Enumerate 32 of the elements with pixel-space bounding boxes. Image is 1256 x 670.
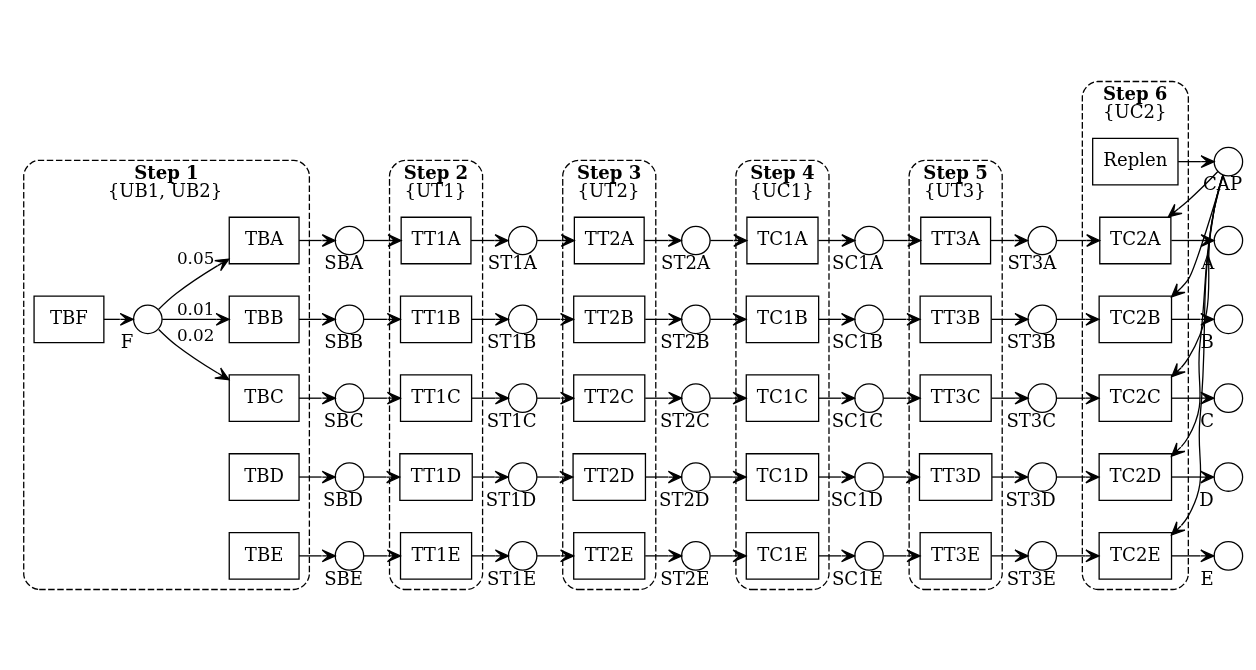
node-label: SBD bbox=[322, 488, 364, 510]
node-label: ST1B bbox=[487, 330, 537, 352]
node-label: ST1C bbox=[486, 409, 537, 431]
node-label: ST1A bbox=[487, 251, 537, 273]
node-label: ST2E bbox=[660, 567, 710, 589]
node-label: SC1D bbox=[830, 488, 883, 510]
edge-label: 0.01 bbox=[176, 298, 215, 319]
node-label: ST2B bbox=[660, 330, 710, 352]
node-label: SC1B bbox=[831, 330, 883, 352]
edge-label: 0.02 bbox=[176, 324, 215, 345]
node-label: ST3C bbox=[1006, 409, 1057, 431]
node-label: SC1E bbox=[831, 567, 883, 589]
node-label: ST1D bbox=[485, 488, 537, 510]
node-label: SC1C bbox=[831, 409, 884, 431]
node-label: ST3B bbox=[1006, 330, 1056, 352]
node-label: ST2D bbox=[659, 488, 710, 510]
node-label: SBC bbox=[323, 409, 364, 431]
node-label: SBE bbox=[324, 567, 364, 589]
node-label: ST3A bbox=[1007, 251, 1057, 273]
node-label: ST2C bbox=[659, 409, 710, 431]
edge-label: 0.05 bbox=[176, 247, 215, 268]
node-label: F bbox=[120, 330, 134, 352]
node-label: C bbox=[1200, 409, 1214, 431]
node-label: SC1A bbox=[832, 251, 883, 273]
node-label: D bbox=[1199, 488, 1214, 510]
node-label: ST3D bbox=[1005, 488, 1056, 510]
node-label: ST3E bbox=[1006, 567, 1056, 589]
node-label: E bbox=[1200, 567, 1214, 589]
node-label: SBA bbox=[324, 251, 363, 273]
node-label: ST1E bbox=[487, 567, 537, 589]
node-label: SBB bbox=[324, 330, 364, 352]
node-label: ST2A bbox=[661, 251, 711, 273]
